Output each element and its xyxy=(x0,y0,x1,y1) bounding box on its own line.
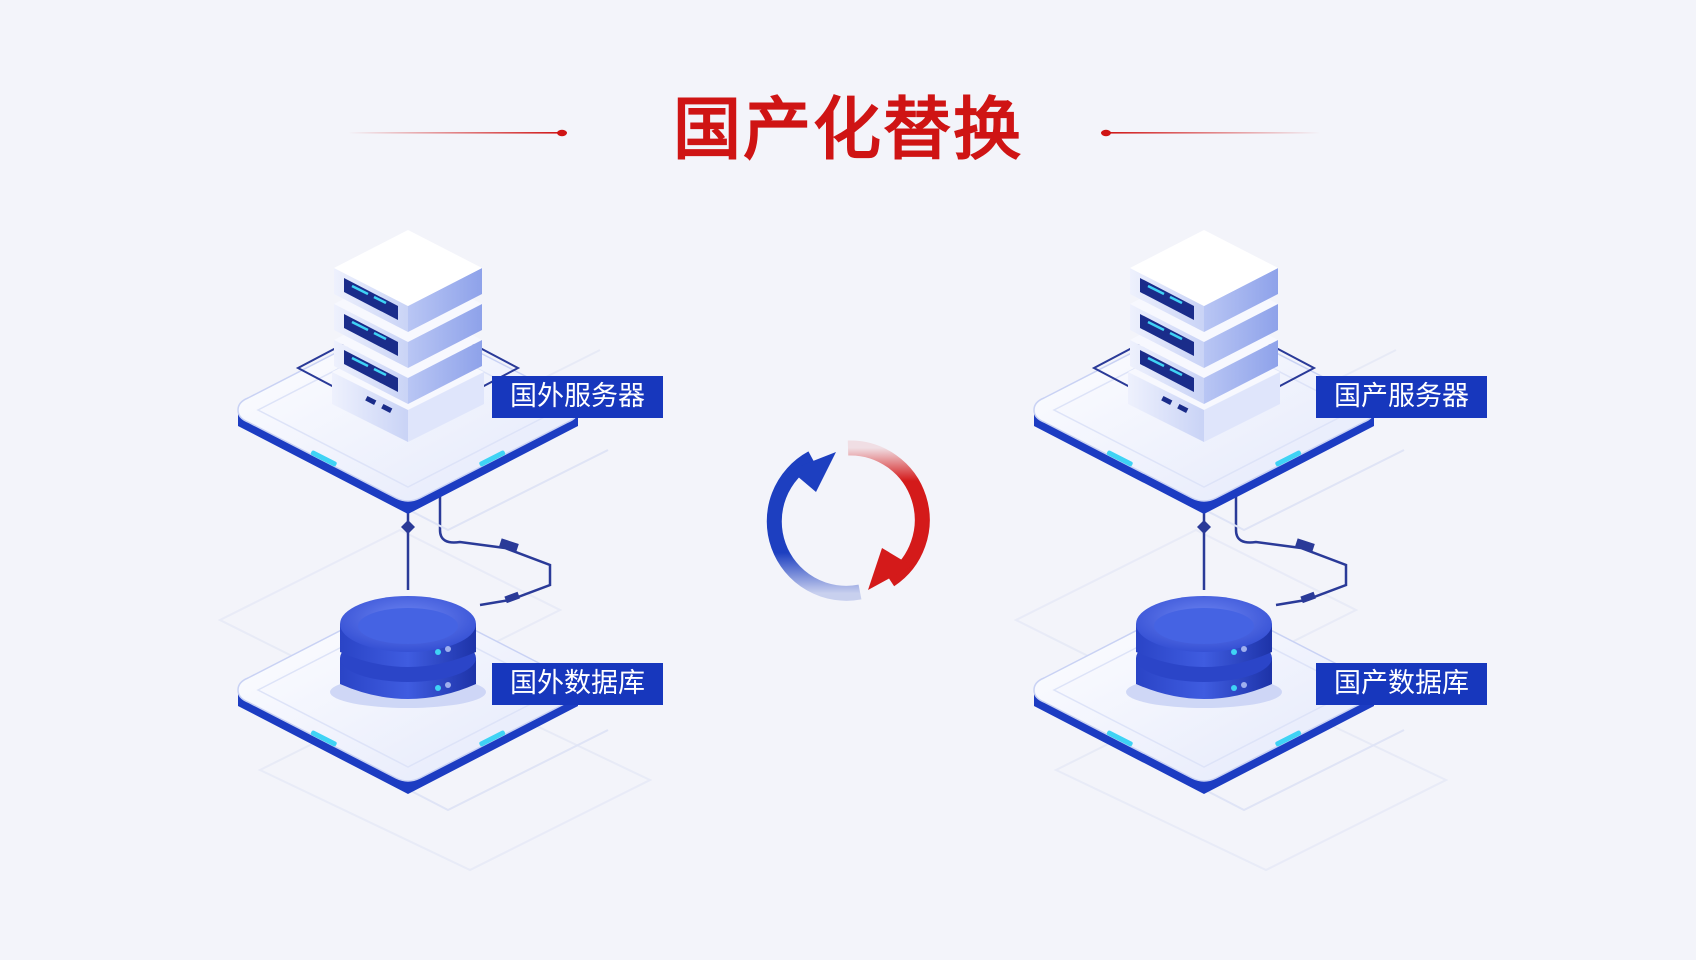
right-server-label: 国产服务器 xyxy=(1316,376,1487,418)
server-icon xyxy=(1091,228,1317,442)
title-left-divider xyxy=(348,129,567,137)
database-icon xyxy=(1126,596,1282,708)
cycle-arrow-red xyxy=(847,440,930,587)
right-connector-node xyxy=(1197,520,1211,534)
database-icon xyxy=(330,596,486,708)
right-database-label: 国产数据库 xyxy=(1316,663,1487,705)
left-database-label: 国外数据库 xyxy=(492,663,663,705)
cycle-arrow-blue xyxy=(766,451,862,601)
server-icon xyxy=(295,228,521,442)
title-row: 国产化替换 xyxy=(0,82,1696,182)
cycle-arrowhead-red xyxy=(868,548,912,590)
left-connector-node xyxy=(401,520,415,534)
cycle-arrowhead-blue xyxy=(790,452,836,492)
title-right-divider xyxy=(1101,129,1320,137)
page-title: 国产化替换 xyxy=(672,91,1023,170)
left-server-label: 国外服务器 xyxy=(492,376,663,418)
